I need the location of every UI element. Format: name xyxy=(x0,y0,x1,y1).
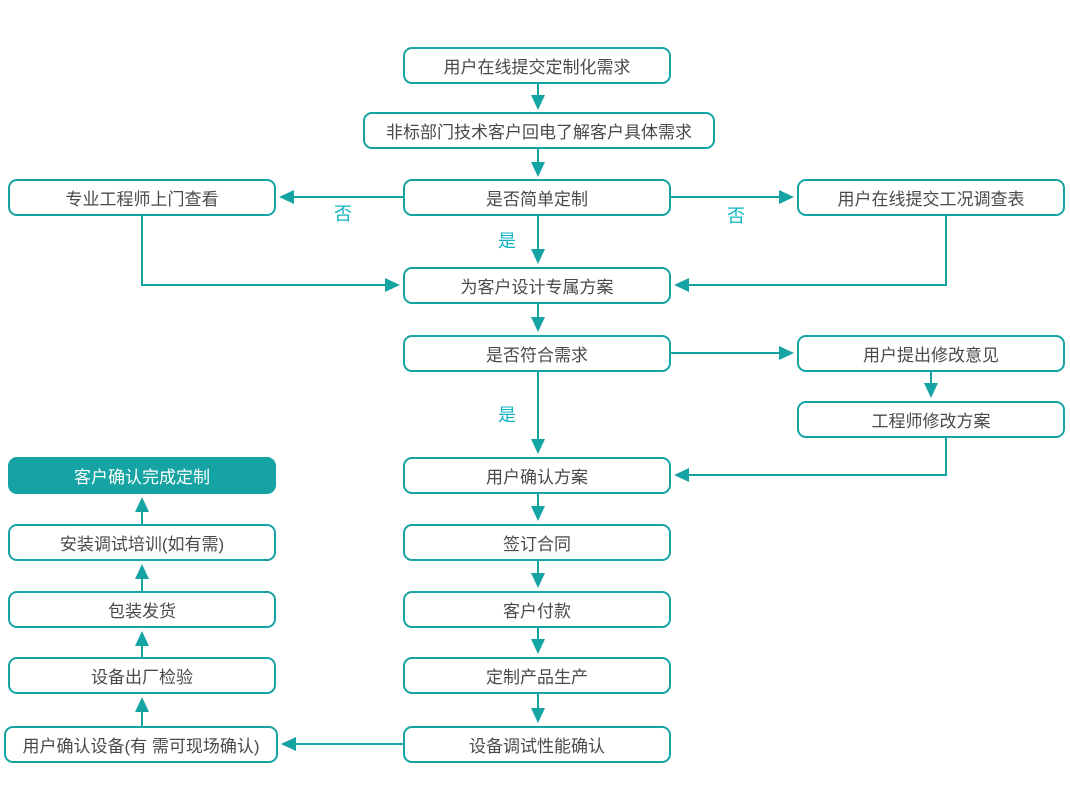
node-submit-requirement: 用户在线提交定制化需求 xyxy=(403,47,671,84)
node-debug-check: 设备调试性能确认 xyxy=(403,726,671,763)
node-packing-shipping: 包装发货 xyxy=(8,591,276,628)
edge-survey-to-design xyxy=(674,216,947,292)
node-confirm-device: 用户确认设备(有 需可现场确认) xyxy=(4,726,278,763)
node-install-training: 安装调试培训(如有需) xyxy=(8,524,276,561)
node-sign-contract: 签订合同 xyxy=(403,524,671,561)
node-factory-inspection: 设备出厂检验 xyxy=(8,657,276,694)
node-survey-form: 用户在线提交工况调查表 xyxy=(797,179,1065,216)
edge-label-no-right: 否 xyxy=(727,206,745,226)
node-confirm-plan: 用户确认方案 xyxy=(403,457,671,494)
node-decision-simple-custom: 是否简单定制 xyxy=(403,179,671,216)
edge-modify-to-confirm-plan xyxy=(674,438,947,482)
edge-label-yes-2: 是 xyxy=(498,405,516,425)
edge-label-no-left: 否 xyxy=(334,204,352,224)
node-payment: 客户付款 xyxy=(403,591,671,628)
node-user-feedback: 用户提出修改意见 xyxy=(797,335,1065,372)
node-decision-meets-requirement: 是否符合需求 xyxy=(403,335,671,372)
node-design-plan: 为客户设计专属方案 xyxy=(403,267,671,304)
edge-label-yes-1: 是 xyxy=(498,231,516,251)
node-engineer-modify: 工程师修改方案 xyxy=(797,401,1065,438)
node-callback: 非标部门技术客户回电了解客户具体需求 xyxy=(363,112,715,149)
node-production: 定制产品生产 xyxy=(403,657,671,694)
node-complete-customization: 客户确认完成定制 xyxy=(8,457,276,494)
node-engineer-visit: 专业工程师上门查看 xyxy=(8,179,276,216)
edge-visit-to-design xyxy=(141,216,400,292)
